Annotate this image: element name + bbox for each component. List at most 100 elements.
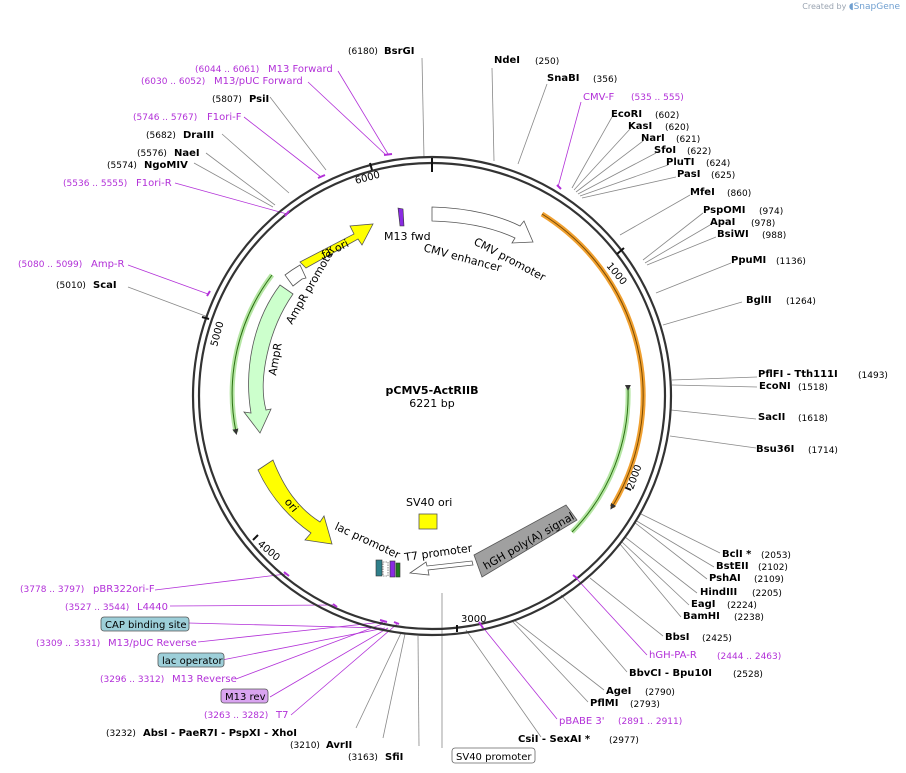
m13rev-range: (3296 .. 3312) bbox=[100, 675, 164, 685]
cap-binding-box bbox=[100, 616, 190, 632]
ampr-label: AmpR bbox=[266, 342, 285, 377]
pspomi-name: PspOMI bbox=[703, 205, 745, 216]
brand-name: SnapGene bbox=[853, 2, 900, 12]
pbr322-name: pBR322ori-F bbox=[93, 584, 155, 595]
pasi-pos: (625) bbox=[711, 171, 735, 181]
cmvf-range: (535 .. 555) bbox=[631, 93, 684, 103]
cmv-promoter-feature bbox=[431, 206, 534, 244]
eagi-pos: (2224) bbox=[727, 601, 757, 611]
f1orif-range: (5746 .. 5767) bbox=[133, 113, 197, 123]
bsteii-name: BstEII bbox=[716, 561, 749, 572]
pluti-name: PluTI bbox=[666, 157, 694, 168]
ppumi-pos: (1136) bbox=[776, 257, 806, 267]
backbone-outer bbox=[191, 155, 673, 637]
ngomiv-name: NgoMIV bbox=[144, 160, 188, 171]
snapgene-brand: Created by ◖SnapGene bbox=[802, 2, 900, 12]
bbsi-pos: (2425) bbox=[702, 634, 732, 644]
m13-rev-feature bbox=[389, 560, 396, 578]
t7-name: T7 bbox=[275, 710, 288, 721]
hgh-polya-feature bbox=[473, 504, 578, 578]
primer-marks bbox=[206, 153, 579, 629]
hindiii-pos: (2205) bbox=[752, 589, 782, 599]
snabi-pos: (356) bbox=[593, 75, 617, 85]
mfei-pos: (860) bbox=[727, 189, 751, 199]
sfoi-name: SfoI bbox=[654, 145, 676, 156]
lac-operator-label: lac operator bbox=[162, 656, 223, 667]
avrii-pos: (3210) bbox=[290, 741, 320, 751]
m13puc-range: (6030 .. 6052) bbox=[141, 77, 205, 87]
connector-lines bbox=[127, 57, 758, 748]
bcli-name: BclI * bbox=[722, 549, 752, 560]
green-arc-right bbox=[570, 387, 631, 534]
mfei-name: MfeI bbox=[690, 187, 715, 198]
sv40-promoter-box bbox=[451, 747, 536, 764]
ngomiv-pos: (5574) bbox=[107, 161, 137, 171]
ecori-name: EcoRI bbox=[611, 109, 642, 120]
apai-pos: (978) bbox=[751, 219, 775, 229]
agei-pos: (2790) bbox=[645, 688, 675, 698]
m13rev-primer-name: M13 Reverse bbox=[172, 674, 237, 685]
pflmi-name: PflMI bbox=[590, 698, 618, 709]
m13pucrev-range: (3309 .. 3331) bbox=[36, 639, 100, 649]
m13-rev-box bbox=[220, 688, 269, 704]
plasmid-name: pCMV5-ActRIIB bbox=[386, 384, 479, 397]
scai-name: ScaI bbox=[93, 280, 117, 291]
pshai-name: PshAI bbox=[709, 573, 741, 584]
brand-prefix: Created by bbox=[802, 2, 847, 11]
tick-3000: 3000 bbox=[461, 614, 486, 625]
bsu36i-name: Bsu36I bbox=[756, 444, 794, 455]
pbabe-name: pBABE 3' bbox=[559, 716, 605, 727]
pflmi-pos: (2793) bbox=[630, 700, 660, 710]
cap-site-feature bbox=[375, 559, 383, 577]
ndei-pos: (250) bbox=[535, 57, 559, 67]
pluti-pos: (624) bbox=[706, 159, 730, 169]
m13fwd-range: (6044 .. 6061) bbox=[195, 65, 259, 75]
f1-ori-feature bbox=[299, 223, 374, 269]
pasi-name: PasI bbox=[677, 169, 700, 180]
nari-name: NarI bbox=[641, 133, 665, 144]
bsu36i-pos: (1714) bbox=[808, 446, 838, 456]
ampr-feature bbox=[243, 284, 294, 434]
bsiwi-name: BsiWI bbox=[717, 229, 749, 240]
cap-binding-label: CAP binding site bbox=[105, 620, 187, 631]
f1orir-range: (5536 .. 5555) bbox=[63, 179, 127, 189]
m13pucrev-name: M13/pUC Reverse bbox=[108, 638, 197, 649]
bsteii-pos: (2102) bbox=[758, 563, 788, 573]
psii-name: PsiI bbox=[249, 94, 269, 105]
bbvci-name: BbvCI - Bpu10I bbox=[629, 668, 712, 679]
kasi-name: KasI bbox=[628, 121, 652, 132]
pbr322-range: (3778 .. 3797) bbox=[20, 585, 84, 595]
backbone-ticks bbox=[201, 158, 632, 632]
cmvf-name: CMV-F bbox=[583, 92, 614, 103]
hgh-polya-label: hGH poly(A) signal bbox=[481, 510, 576, 573]
pflfi-pos: (1493) bbox=[858, 371, 888, 381]
sv40-ori-feature bbox=[418, 513, 438, 530]
bamhi-pos: (2238) bbox=[734, 613, 764, 623]
hindiii-name: HindIII bbox=[700, 587, 737, 598]
m13fwd-name: M13 Forward bbox=[268, 64, 333, 75]
csii-name: CsiI - SexAI * bbox=[518, 734, 591, 745]
bglii-pos: (1264) bbox=[786, 297, 816, 307]
nari-pos: (621) bbox=[676, 135, 700, 145]
psii-pos: (5807) bbox=[212, 95, 242, 105]
l4440-name: L4440 bbox=[137, 602, 168, 613]
absi-name: AbsI - PaeR7I - PspXI - XhoI bbox=[143, 728, 297, 739]
t7-range: (3263 .. 3282) bbox=[204, 711, 268, 721]
sacii-pos: (1618) bbox=[798, 414, 828, 424]
ampr-primer-name: Amp-R bbox=[91, 259, 125, 270]
pshai-pos: (2109) bbox=[754, 575, 784, 585]
bsrgi-pos: (6180) bbox=[348, 47, 378, 57]
tick-5000: 5000 bbox=[209, 320, 226, 347]
t7-promoter-label: T7 promoter bbox=[403, 542, 474, 565]
kasi-pos: (620) bbox=[665, 123, 689, 133]
absi-pos: (3232) bbox=[106, 729, 136, 739]
ecori-pos: (602) bbox=[655, 111, 679, 121]
ampr-range: (5080 .. 5099) bbox=[18, 260, 82, 270]
lac-operator-box bbox=[157, 652, 225, 668]
bbvci-pos: (2528) bbox=[733, 670, 763, 680]
draiii-name: DraIII bbox=[183, 130, 214, 141]
draiii-pos: (5682) bbox=[146, 131, 176, 141]
f1orif-name: F1ori-F bbox=[207, 112, 242, 123]
lac-operator-feature bbox=[382, 561, 389, 577]
